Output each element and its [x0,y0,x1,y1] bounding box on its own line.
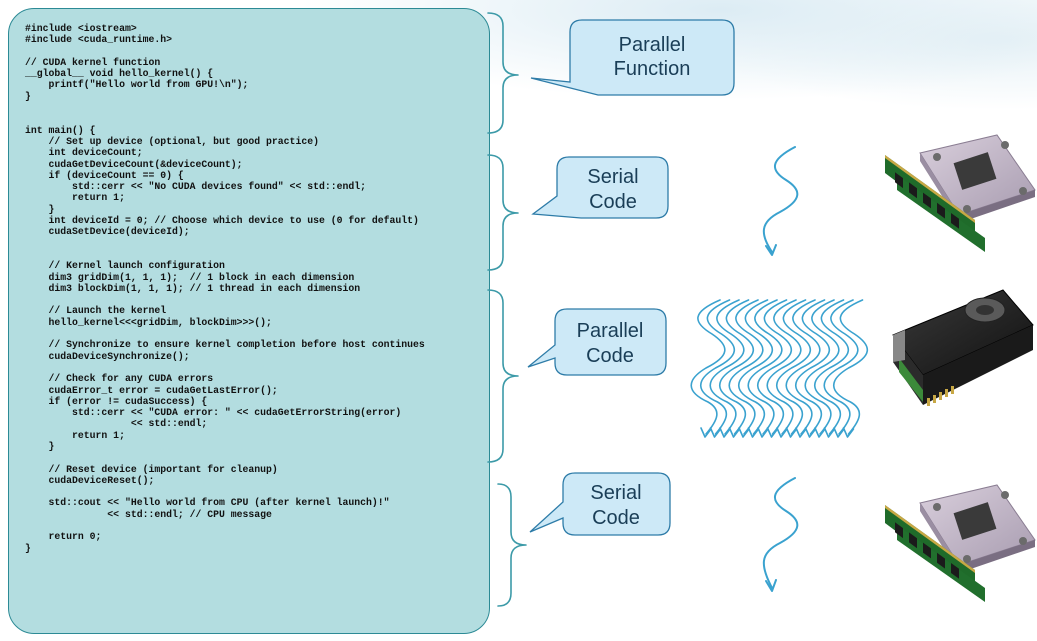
parallel-thread-arrow [785,299,821,435]
code-line: hello_kernel<<<gridDim, blockDim>>>(); [25,316,272,328]
code-panel: #include <iostream> #include <cuda_runti… [8,8,490,634]
bracket-serial-code-2 [497,483,527,607]
parallel-thread-arrow [832,299,869,435]
code-line: cudaGetDeviceCount(&deviceCount); [25,158,243,170]
code-line: return 0; [25,531,102,543]
code-line: << std::endl; [25,418,208,430]
parallel-thread-arrowhead [804,427,817,438]
cpu-memory-icon [885,134,1036,252]
callout-serial-code-2-line2: Code [592,507,640,529]
parallel-thread-arrowhead [719,427,731,438]
code-line: __global__ void hello_kernel() { [25,68,214,80]
code-line: std::cout << "Hello world from CPU (afte… [25,497,390,509]
callout-parallel-function: Parallel Function [530,19,735,96]
code-line: } [25,203,55,215]
code-line: // Synchronize to ensure kernel completi… [25,339,425,351]
code-line: // Reset device (important for cleanup) [25,463,278,475]
parallel-thread-arrow [709,299,745,435]
callout-parallel-code: Parallel Code [527,308,667,376]
parallel-thread-arrowhead [842,427,855,438]
callout-serial-code-1: Serial Code [531,156,669,219]
parallel-thread-arrow [813,299,850,435]
parallel-thread-arrowhead [709,427,722,438]
parallel-thread-arrow [737,299,774,435]
bracket-parallel-function [487,12,519,134]
code-line: if (deviceCount == 0) { [25,169,184,181]
serial-thread-arrow-1 [762,146,799,253]
code-line: return 1; [25,192,125,204]
parallel-thread-arrowhead [833,427,845,438]
cpu-memory-icon [885,484,1036,602]
code-line: cudaError_t error = cudaGetLastError(); [25,384,278,396]
code-line: // Launch the kernel [25,305,167,317]
code-line: // Set up device (optional, but good pra… [25,135,319,147]
code-line: // CUDA kernel function [25,56,161,68]
parallel-thread-arrows [690,299,869,438]
parallel-thread-arrow [804,299,840,435]
parallel-thread-arrow [718,299,755,435]
parallel-thread-arrow [756,299,793,435]
serial-thread-arrow-2 [762,477,799,589]
parallel-thread-arrow [766,299,802,435]
code-line: cudaDeviceSynchronize(); [25,350,190,362]
code-line: #include <cuda_runtime.h> [25,34,172,46]
code-line: cudaSetDevice(deviceId); [25,226,190,238]
code-line: // Kernel launch configuration [25,260,225,272]
parallel-thread-arrow [823,299,859,435]
parallel-thread-arrow [690,299,726,435]
parallel-thread-arrow [747,299,783,435]
code-line: int deviceId = 0; // Choose which device… [25,215,419,227]
code-line: } [25,90,31,102]
parallel-thread-arrowhead [728,427,741,438]
code-line: #include <iostream> [25,23,137,34]
code-line: } [25,440,55,452]
parallel-thread-arrowhead [785,427,798,438]
parallel-thread-arrow [794,299,831,435]
code-line: std::cerr << "No CUDA devices found" << … [25,181,366,193]
callout-serial-code-2: Serial Code [529,472,671,536]
callout-parallel-function-line2: Function [614,58,691,80]
parallel-thread-arrowhead [757,427,769,438]
cuda-source-code: #include <iostream> #include <cuda_runti… [25,23,489,554]
bracket-serial-code-1 [487,154,519,271]
code-line: cudaDeviceReset(); [25,474,155,486]
code-line: int deviceCount; [25,147,143,159]
code-line: // Check for any CUDA errors [25,373,214,385]
code-line: int main() { [25,124,96,136]
code-line: return 1; [25,429,125,441]
parallel-thread-arrowhead [814,427,826,438]
parallel-thread-arrowhead [766,427,779,438]
bracket-parallel-code [487,289,519,463]
parallel-thread-arrow [728,299,764,435]
callout-parallel-function-line1: Parallel [619,34,686,56]
parallel-thread-arrowhead [738,427,750,438]
code-line: printf("Hello world from GPU!\n"); [25,79,249,91]
code-line: if (error != cudaSuccess) { [25,395,208,407]
callout-parallel-code-line2: Code [586,345,634,367]
gpu-card-icon [892,289,1034,406]
callout-parallel-code-line1: Parallel [577,320,644,342]
parallel-thread-arrow [775,299,812,435]
code-line: dim3 blockDim(1, 1, 1); // 1 thread in e… [25,282,361,294]
parallel-thread-arrow [699,299,736,435]
code-line: } [25,542,31,554]
parallel-thread-arrowhead [700,427,712,438]
parallel-thread-arrowhead [795,427,807,438]
callout-serial-code-1-line2: Code [589,191,637,213]
code-line: dim3 gridDim(1, 1, 1); // 1 block in eac… [25,271,355,283]
parallel-thread-arrowhead [747,427,760,438]
code-line: << std::endl; // CPU message [25,508,272,520]
parallel-thread-arrowhead [776,427,788,438]
callout-serial-code-1-line1: Serial [587,166,638,188]
parallel-thread-arrowhead [823,427,836,438]
code-line: std::cerr << "CUDA error: " << cudaGetEr… [25,407,402,419]
callout-serial-code-2-line1: Serial [590,482,641,504]
